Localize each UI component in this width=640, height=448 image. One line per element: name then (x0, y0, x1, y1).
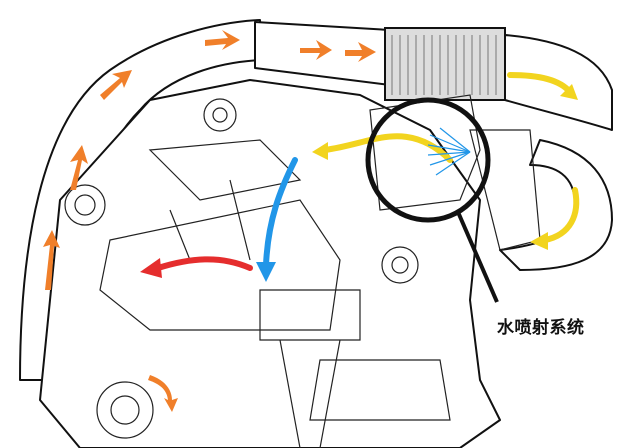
intake-air-arrows (43, 30, 376, 412)
yellow-arrowhead (530, 232, 548, 250)
intercooler (384, 27, 506, 101)
yellow-arrowhead (560, 84, 578, 100)
orange-arrow (70, 145, 88, 190)
red-arrow (155, 256, 253, 271)
callout-leader-line (456, 211, 499, 303)
intercooler-fins (391, 35, 497, 95)
yellow-arrow (542, 187, 580, 243)
blue-arrow (263, 157, 298, 268)
orange-arrow (43, 230, 60, 290)
blue-arrowhead (256, 262, 276, 282)
callout-circle (365, 97, 491, 223)
engine-details (64, 94, 541, 448)
return-pipe (499, 139, 613, 271)
yellow-arrow (507, 72, 573, 95)
red-arrowhead (140, 258, 162, 278)
water-injection-system-label: 水喷射系统 (497, 318, 585, 338)
orange-arrow (148, 375, 178, 412)
yellow-arrowhead (312, 142, 328, 160)
orange-arrow (345, 42, 376, 62)
water-spray (427, 127, 471, 176)
orange-arrow (300, 40, 332, 60)
orange-arrow (205, 30, 240, 50)
orange-arrow (100, 70, 132, 100)
